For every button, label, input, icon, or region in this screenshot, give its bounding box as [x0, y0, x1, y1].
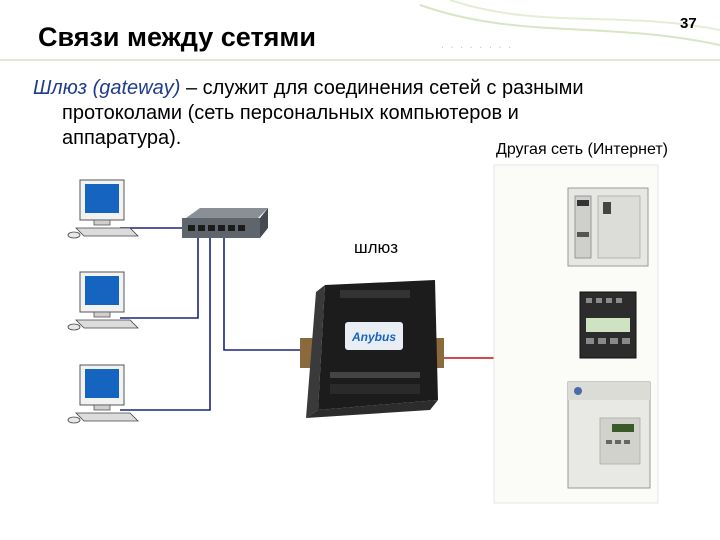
- computer-icon: [67, 179, 139, 239]
- gateway-term: Шлюз (gateway): [33, 77, 181, 99]
- definition-line-3: аппаратура).: [62, 127, 182, 149]
- svg-text:. . . . . . . .: . . . . . . . .: [440, 42, 512, 51]
- definition-text: Шлюз (gateway) – служит для соединения с…: [33, 76, 703, 151]
- gateway-label: шлюз: [354, 238, 399, 257]
- slide-number: 37: [680, 15, 697, 32]
- computer-icon: [67, 364, 139, 424]
- drive-cabinet-icon: [567, 381, 651, 489]
- definition-line-1: – служит для соединения сетей с разными: [180, 77, 584, 99]
- header-decoration: . . . . . . . .: [0, 0, 720, 61]
- plc-controller-icon: [567, 187, 649, 267]
- other-network-label: Другая сеть (Интернет): [496, 141, 668, 158]
- pc-network-lines: [120, 227, 312, 411]
- gateway-logo: Anybus: [351, 330, 396, 344]
- network-switch-icon: [182, 208, 268, 238]
- definition-line-2: протоколами (сеть персональных компьютер…: [62, 102, 519, 124]
- operator-panel-icon: [579, 291, 637, 359]
- computer-icon: [67, 271, 139, 331]
- slide-title: Связи между сетями: [38, 22, 317, 52]
- gateway-device-icon: Anybus: [300, 280, 444, 418]
